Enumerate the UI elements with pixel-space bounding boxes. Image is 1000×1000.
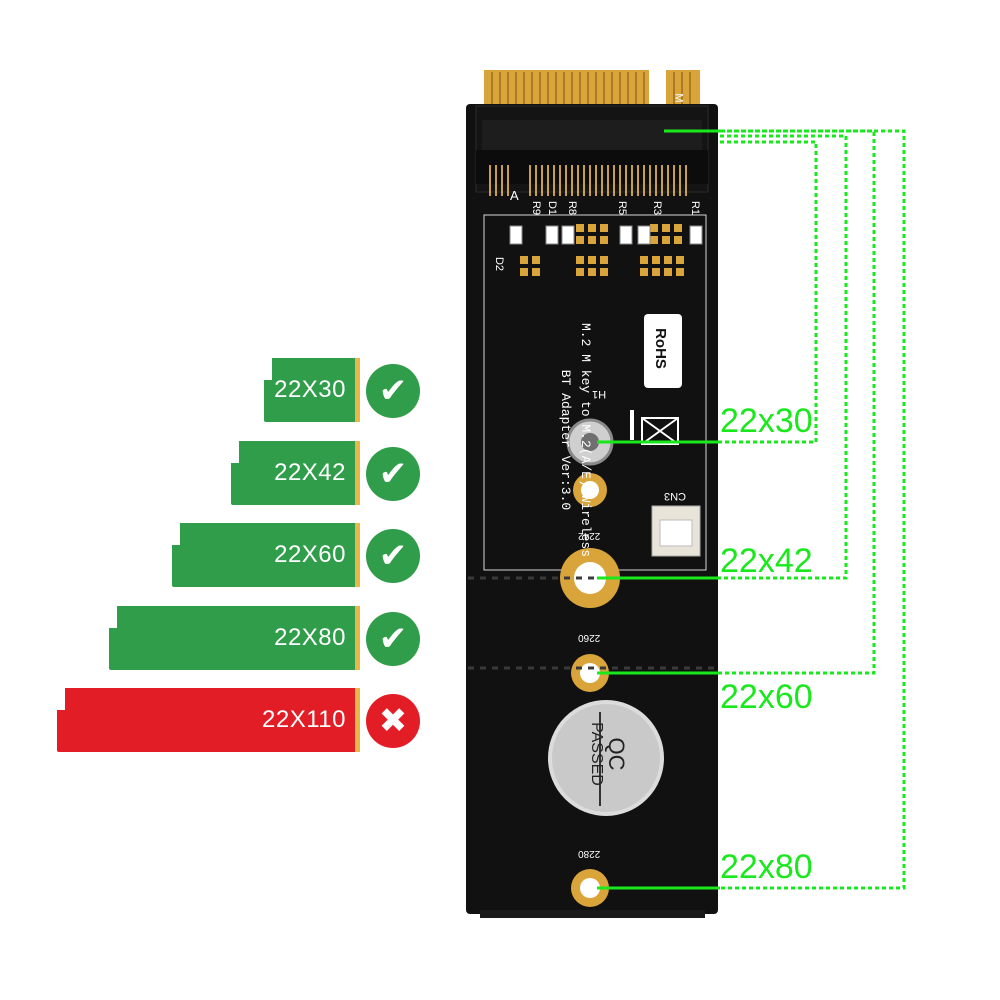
size-card-22x80: 22X80	[109, 606, 360, 670]
size-card-label: 22X110	[262, 706, 346, 733]
card-notch	[172, 523, 180, 545]
size-card-label: 22X30	[274, 376, 346, 403]
part-label: R9	[530, 200, 543, 216]
check-icon: ✔	[366, 529, 420, 583]
card-notch	[109, 606, 117, 628]
size-label-22x42: 22x42	[720, 542, 813, 580]
check-icon: ✔	[366, 447, 420, 501]
qc-line2: PASSED	[588, 722, 605, 786]
connector-cn3	[651, 505, 701, 557]
size-card-label: 22X60	[274, 541, 346, 568]
card-notch	[57, 688, 65, 710]
card-notch	[231, 441, 239, 463]
qc-sticker-text: QC PASSED	[586, 704, 629, 804]
card-contact	[355, 688, 360, 752]
card-contact	[355, 523, 360, 587]
size-card-22x30: 22X30	[264, 358, 360, 422]
connector-label: CN3	[664, 490, 687, 502]
hole-marker-2242: 2242	[578, 530, 601, 541]
m2-socket	[475, 105, 709, 196]
rohs-text: RoHS	[651, 328, 669, 369]
hole-label: H1	[592, 388, 607, 400]
card-notch	[264, 358, 272, 380]
hole-marker-2260: 2260	[578, 632, 601, 643]
part-label: D1	[546, 200, 559, 216]
qc-sticker	[548, 700, 664, 816]
board-title-line2: BT Adapter Ver:3.0	[558, 369, 573, 511]
rohs-mark	[644, 314, 682, 388]
part-label: D2	[493, 256, 506, 272]
size-card-label: 22X42	[274, 459, 346, 486]
gold-fingers	[484, 70, 700, 106]
qc-line1: QC	[604, 737, 629, 771]
size-card-label: 22X80	[274, 624, 346, 651]
card-contact	[355, 441, 360, 505]
size-label-22x60: 22x60	[720, 678, 813, 716]
card-contact	[355, 358, 360, 422]
cross-icon: ✖	[366, 694, 420, 748]
part-label: R3	[651, 200, 664, 216]
part-label: R1	[689, 200, 702, 216]
weee-icon	[641, 417, 679, 445]
size-label-22x80: 22x80	[720, 848, 813, 886]
size-card-22x42: 22X42	[231, 441, 360, 505]
mounting-hole	[571, 869, 609, 907]
check-icon: ✔	[366, 364, 420, 418]
smd-pads	[520, 224, 684, 276]
mounting-hole	[573, 473, 607, 507]
size-card-22x60: 22X60	[172, 523, 360, 587]
part-label: R8	[566, 200, 579, 216]
key-letter: A	[510, 188, 519, 203]
pcb-body	[466, 104, 718, 914]
key-letter-top: M	[672, 93, 685, 103]
card-contact	[355, 606, 360, 670]
size-label-22x30: 22x30	[720, 402, 813, 440]
size-card-22x110: 22X110	[57, 688, 360, 752]
hole-marker-2280: 2280	[578, 848, 601, 859]
indicator-lines	[605, 129, 906, 890]
part-label: R5	[616, 200, 629, 216]
check-icon: ✔	[366, 612, 420, 666]
mounting-hole	[571, 654, 609, 692]
